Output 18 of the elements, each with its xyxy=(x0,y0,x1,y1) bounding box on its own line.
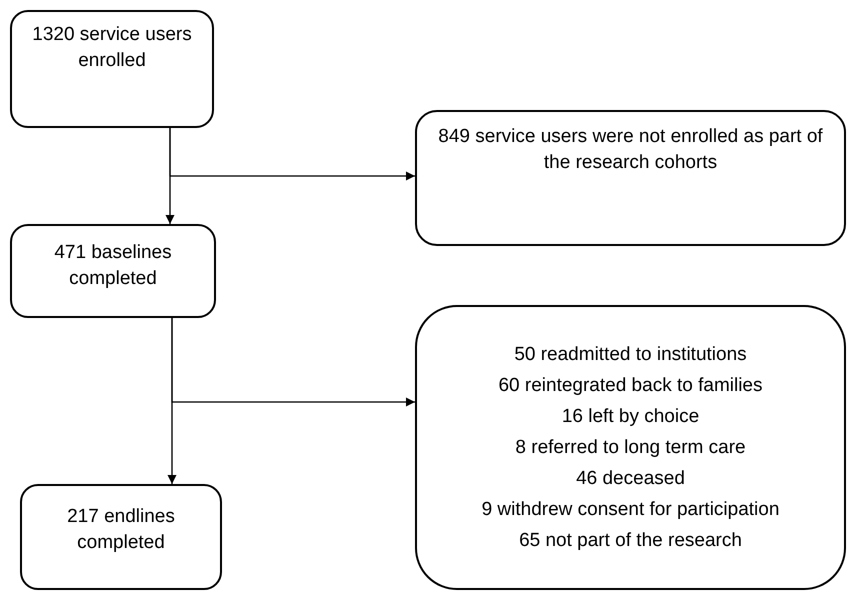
process-box xyxy=(415,305,846,590)
box-text: 9 withdrew consent for participation xyxy=(482,498,780,522)
process-box xyxy=(10,224,216,318)
box-text: 65 not part of the research xyxy=(519,528,742,552)
process-box xyxy=(10,10,214,128)
box-text: 849 service users were not enrolled as part of the research cohorts xyxy=(437,125,824,175)
box-text: 1320 service users enrolled xyxy=(31,23,193,73)
process-box xyxy=(20,484,222,590)
box-text: 46 deceased xyxy=(576,466,685,490)
arrow xyxy=(169,128,415,180)
box-text: 60 reintegrated back to families xyxy=(498,374,763,398)
box-text: 50 readmitted to institutions xyxy=(514,342,747,366)
box-text: 16 left by choice xyxy=(562,404,700,428)
process-box xyxy=(415,110,846,246)
arrow xyxy=(171,318,415,406)
box-text: 217 endlines completed xyxy=(66,505,176,555)
box-text: 8 referred to long term care xyxy=(515,436,746,460)
box-text: 471 baselines completed xyxy=(53,241,173,291)
